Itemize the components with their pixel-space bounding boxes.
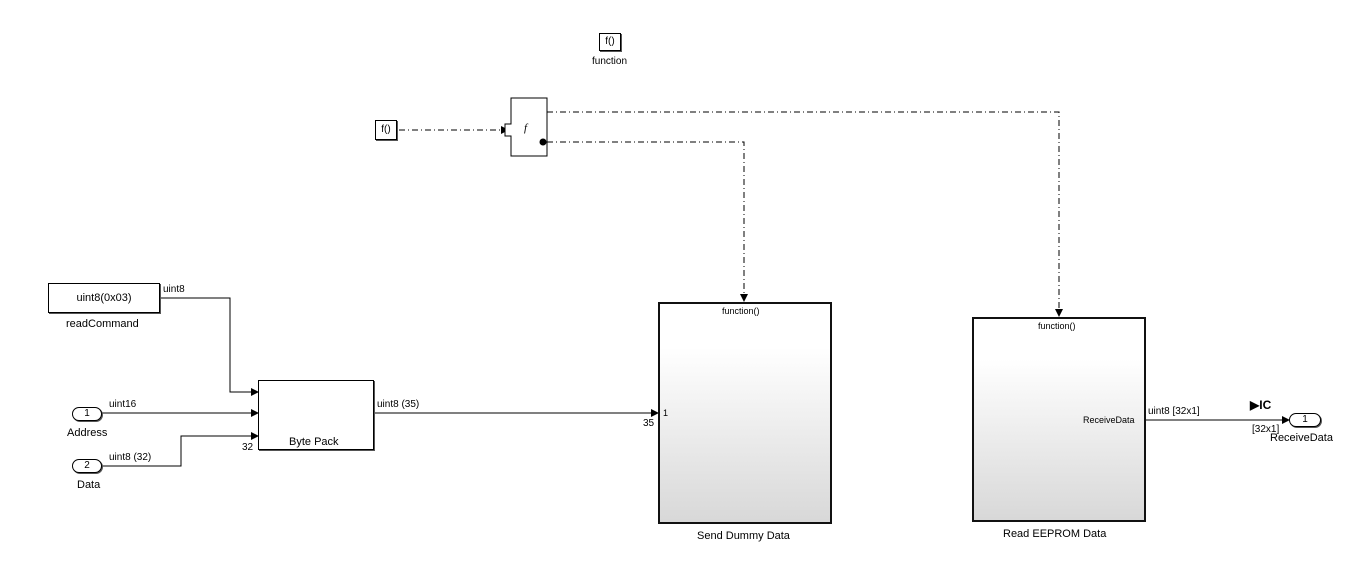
function-block[interactable]: f() bbox=[599, 33, 621, 51]
function-caller-symbol[interactable]: f bbox=[524, 122, 528, 134]
send-dummy-in-port: 1 bbox=[663, 408, 669, 418]
send-dummy-in-width: 35 bbox=[643, 418, 655, 429]
inport-data[interactable]: 2 bbox=[72, 459, 102, 473]
read-eeprom-out-port: ReceiveData bbox=[1083, 415, 1135, 425]
byte-pack-block[interactable]: Byte Pack bbox=[258, 380, 374, 450]
fcall-line-send bbox=[547, 141, 748, 302]
outport-number: 1 bbox=[1302, 414, 1308, 425]
inport-data-name: Data bbox=[77, 479, 101, 491]
read-eeprom-name: Read EEPROM Data bbox=[1003, 528, 1107, 540]
fcall-line-read bbox=[547, 111, 1063, 317]
inport-address-signal: uint16 bbox=[109, 399, 137, 410]
inport-address-number: 1 bbox=[84, 408, 90, 419]
send-dummy-name: Send Dummy Data bbox=[697, 530, 790, 542]
byte-pack-name: Byte Pack bbox=[289, 436, 339, 448]
read-eeprom-out-signal: uint8 [32x1] bbox=[1148, 406, 1200, 417]
trigger-port-text: f() bbox=[381, 124, 391, 135]
constant-value: uint8(0x03) bbox=[76, 292, 132, 304]
function-caller-out-dot bbox=[539, 138, 547, 146]
constant-signal-label: uint8 bbox=[163, 284, 185, 295]
inport-address-name: Address bbox=[67, 427, 108, 439]
function-caller-shape bbox=[504, 97, 548, 157]
outport-receivedata[interactable]: 1 bbox=[1289, 413, 1321, 427]
send-dummy-data-subsystem[interactable]: function() 1 bbox=[658, 302, 832, 524]
constant-name: readCommand bbox=[66, 318, 139, 330]
send-dummy-trigger-label: function() bbox=[722, 306, 760, 316]
function-block-icon-text: f() bbox=[605, 36, 615, 47]
inport-data-number: 2 bbox=[84, 460, 90, 471]
inport-data-signal: uint8 (32) bbox=[109, 452, 152, 463]
byte-pack-out-signal: uint8 (35) bbox=[377, 399, 420, 410]
constant-block[interactable]: uint8(0x03) bbox=[48, 283, 160, 313]
signal-data bbox=[101, 432, 259, 467]
outport-name: ReceiveData bbox=[1270, 432, 1333, 444]
ic-marker: ▶IC bbox=[1250, 398, 1272, 412]
signal-readcommand bbox=[160, 297, 259, 396]
read-eeprom-data-subsystem[interactable]: function() ReceiveData bbox=[972, 317, 1146, 522]
inport-address[interactable]: 1 bbox=[72, 407, 102, 421]
function-block-name: function bbox=[592, 56, 628, 67]
ic-dims-label: [32x1] bbox=[1252, 424, 1280, 435]
read-eeprom-trigger-label: function() bbox=[1038, 321, 1076, 331]
trigger-port[interactable]: f() bbox=[375, 120, 397, 140]
byte-pack-port-32-label: 32 bbox=[242, 442, 254, 453]
